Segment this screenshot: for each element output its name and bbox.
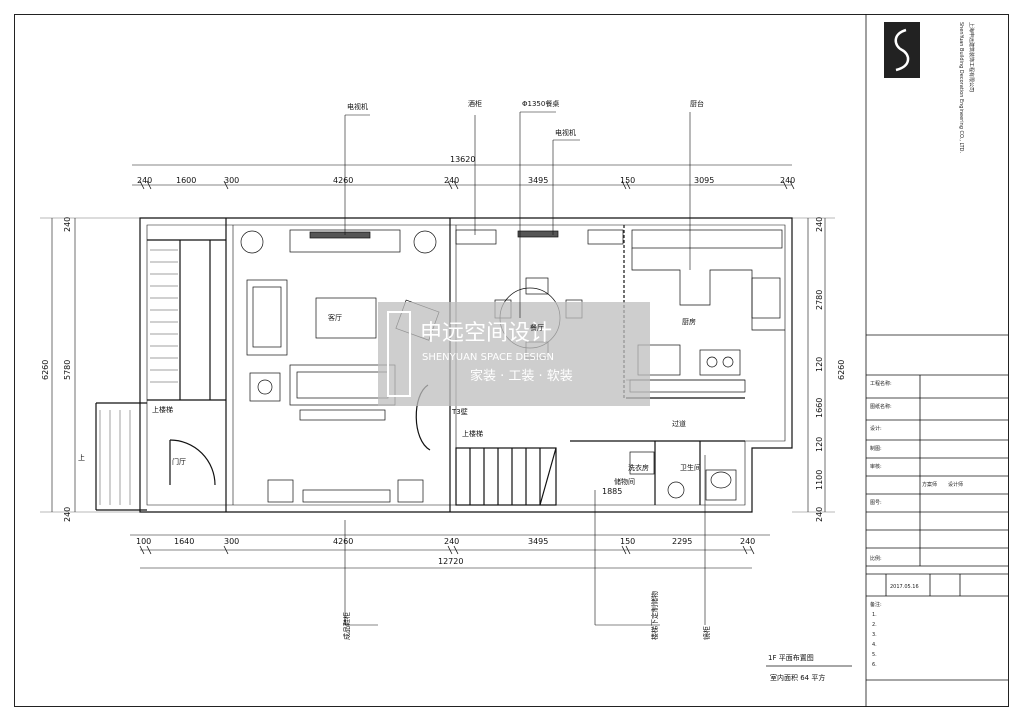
dim-bottom-0: 100 [136,537,151,546]
watermark-en: SHENYUAN SPACE DESIGN [422,352,554,363]
callout-tv: 电视机 [347,102,368,111]
callout-cabinet: 酒柜 [468,99,482,108]
tb-note-3: 4. [872,642,877,648]
tb-designer-a: 方案师 [922,481,937,488]
dim-top-0: 240 [137,176,152,185]
scale-note: 室内面积 64 平方 [770,673,825,682]
room-stairs-up2: 上楼梯 [462,429,483,438]
dim-right-5: 1100 [815,470,824,490]
room-entry: 门厅 [172,457,186,466]
dim-overall-top: 13620 [450,155,475,164]
tb-note-4: 5. [872,652,877,658]
tb-note-2: 3. [872,632,877,638]
watermark-cn: 申远空间设计 [420,321,552,346]
tb-designer-b: 设计师 [948,481,963,488]
callout-counter: 厨台 [690,99,704,108]
room-bathroom: 卫生间 [680,463,701,472]
dim-left-outer: 6260 [41,360,50,380]
tb-line-1: 图纸名称: [870,403,892,410]
dim-top-6: 150 [620,176,635,185]
room-dining: 餐厅 [530,323,544,332]
dim-right-0: 240 [815,217,824,232]
room-laundry: 洗衣房 [628,463,649,472]
dim-bottom-3: 4260 [333,537,353,546]
dim-top-8: 240 [780,176,795,185]
dim-right-outer: 6260 [837,360,846,380]
dim-bottom-1: 1640 [174,537,194,546]
dim-bottom-4: 240 [444,537,459,546]
tb-notes-head: 备注: [870,601,882,608]
watermark-logo [387,311,411,397]
dim-bottom-5: 3495 [528,537,548,546]
room-corridor: 过道 [672,419,686,428]
tb-note-0: 1. [872,612,877,618]
tb-line-2: 设计: [870,425,882,432]
tb-line-0: 工程名称: [870,380,892,387]
company-name-en: ShenYuan Building Decoration Engineering… [958,22,964,154]
dim-top-4: 240 [444,176,459,185]
callout-mirror: 镜柜 [702,626,711,640]
watermark-sub: 家装 · 工装 · 软装 [470,368,573,384]
tb-note-5: 6. [872,662,877,668]
tb-line-6: 比例: [870,555,882,562]
dim-top-1: 1600 [176,176,196,185]
dim-left-inner: 5780 [63,360,72,380]
tb-date: 2017.05.16 [890,584,919,590]
callout-tv2: 电视机 [555,128,576,137]
room-up: 上 [78,453,85,462]
dim-bottom-7: 2295 [672,537,692,546]
dim-top-3: 4260 [333,176,353,185]
dim-left-small-bottom: 240 [63,507,72,522]
callout-stair-storage: 楼梯下定制储物 [650,591,659,640]
dim-top-7: 3095 [694,176,714,185]
dim-overall-bottom: 12720 [438,557,463,566]
tb-note-1: 2. [872,622,877,628]
room-stairs-up: 上楼梯 [152,405,173,414]
dim-center: 1885 [602,487,622,496]
dim-right-2: 120 [815,357,824,372]
dim-left-small-top: 240 [63,217,72,232]
dim-right-3: 1660 [815,398,824,418]
watermark-box [378,302,650,406]
drawing-frame [14,14,1009,707]
dim-right-6: 240 [815,507,824,522]
room-storage: 储物间 [614,477,635,486]
room-kitchen: 厨房 [682,317,696,326]
company-name-vertical: 上海申远建筑装饰工程有限公司 [968,22,975,92]
tb-line-3: 制图: [870,445,882,452]
dim-top-5: 3495 [528,176,548,185]
callout-table: Φ1350餐桌 [522,99,559,108]
dim-bottom-8: 240 [740,537,755,546]
dim-right-4: 120 [815,437,824,452]
tb-line-5: 图号: [870,500,882,506]
dim-bottom-6: 150 [620,537,635,546]
callout-shoe-cabinet: 成品鞋柜 [342,612,351,640]
tb-line-4: 审核: [870,463,882,470]
room-living: 客厅 [328,313,342,322]
dim-top-2: 300 [224,176,239,185]
drawing-title: 1F 平面布置图 [768,653,814,662]
dim-right-1: 2780 [815,290,824,310]
room-t3: T3壁 [451,407,468,416]
dim-bottom-2: 300 [224,537,239,546]
